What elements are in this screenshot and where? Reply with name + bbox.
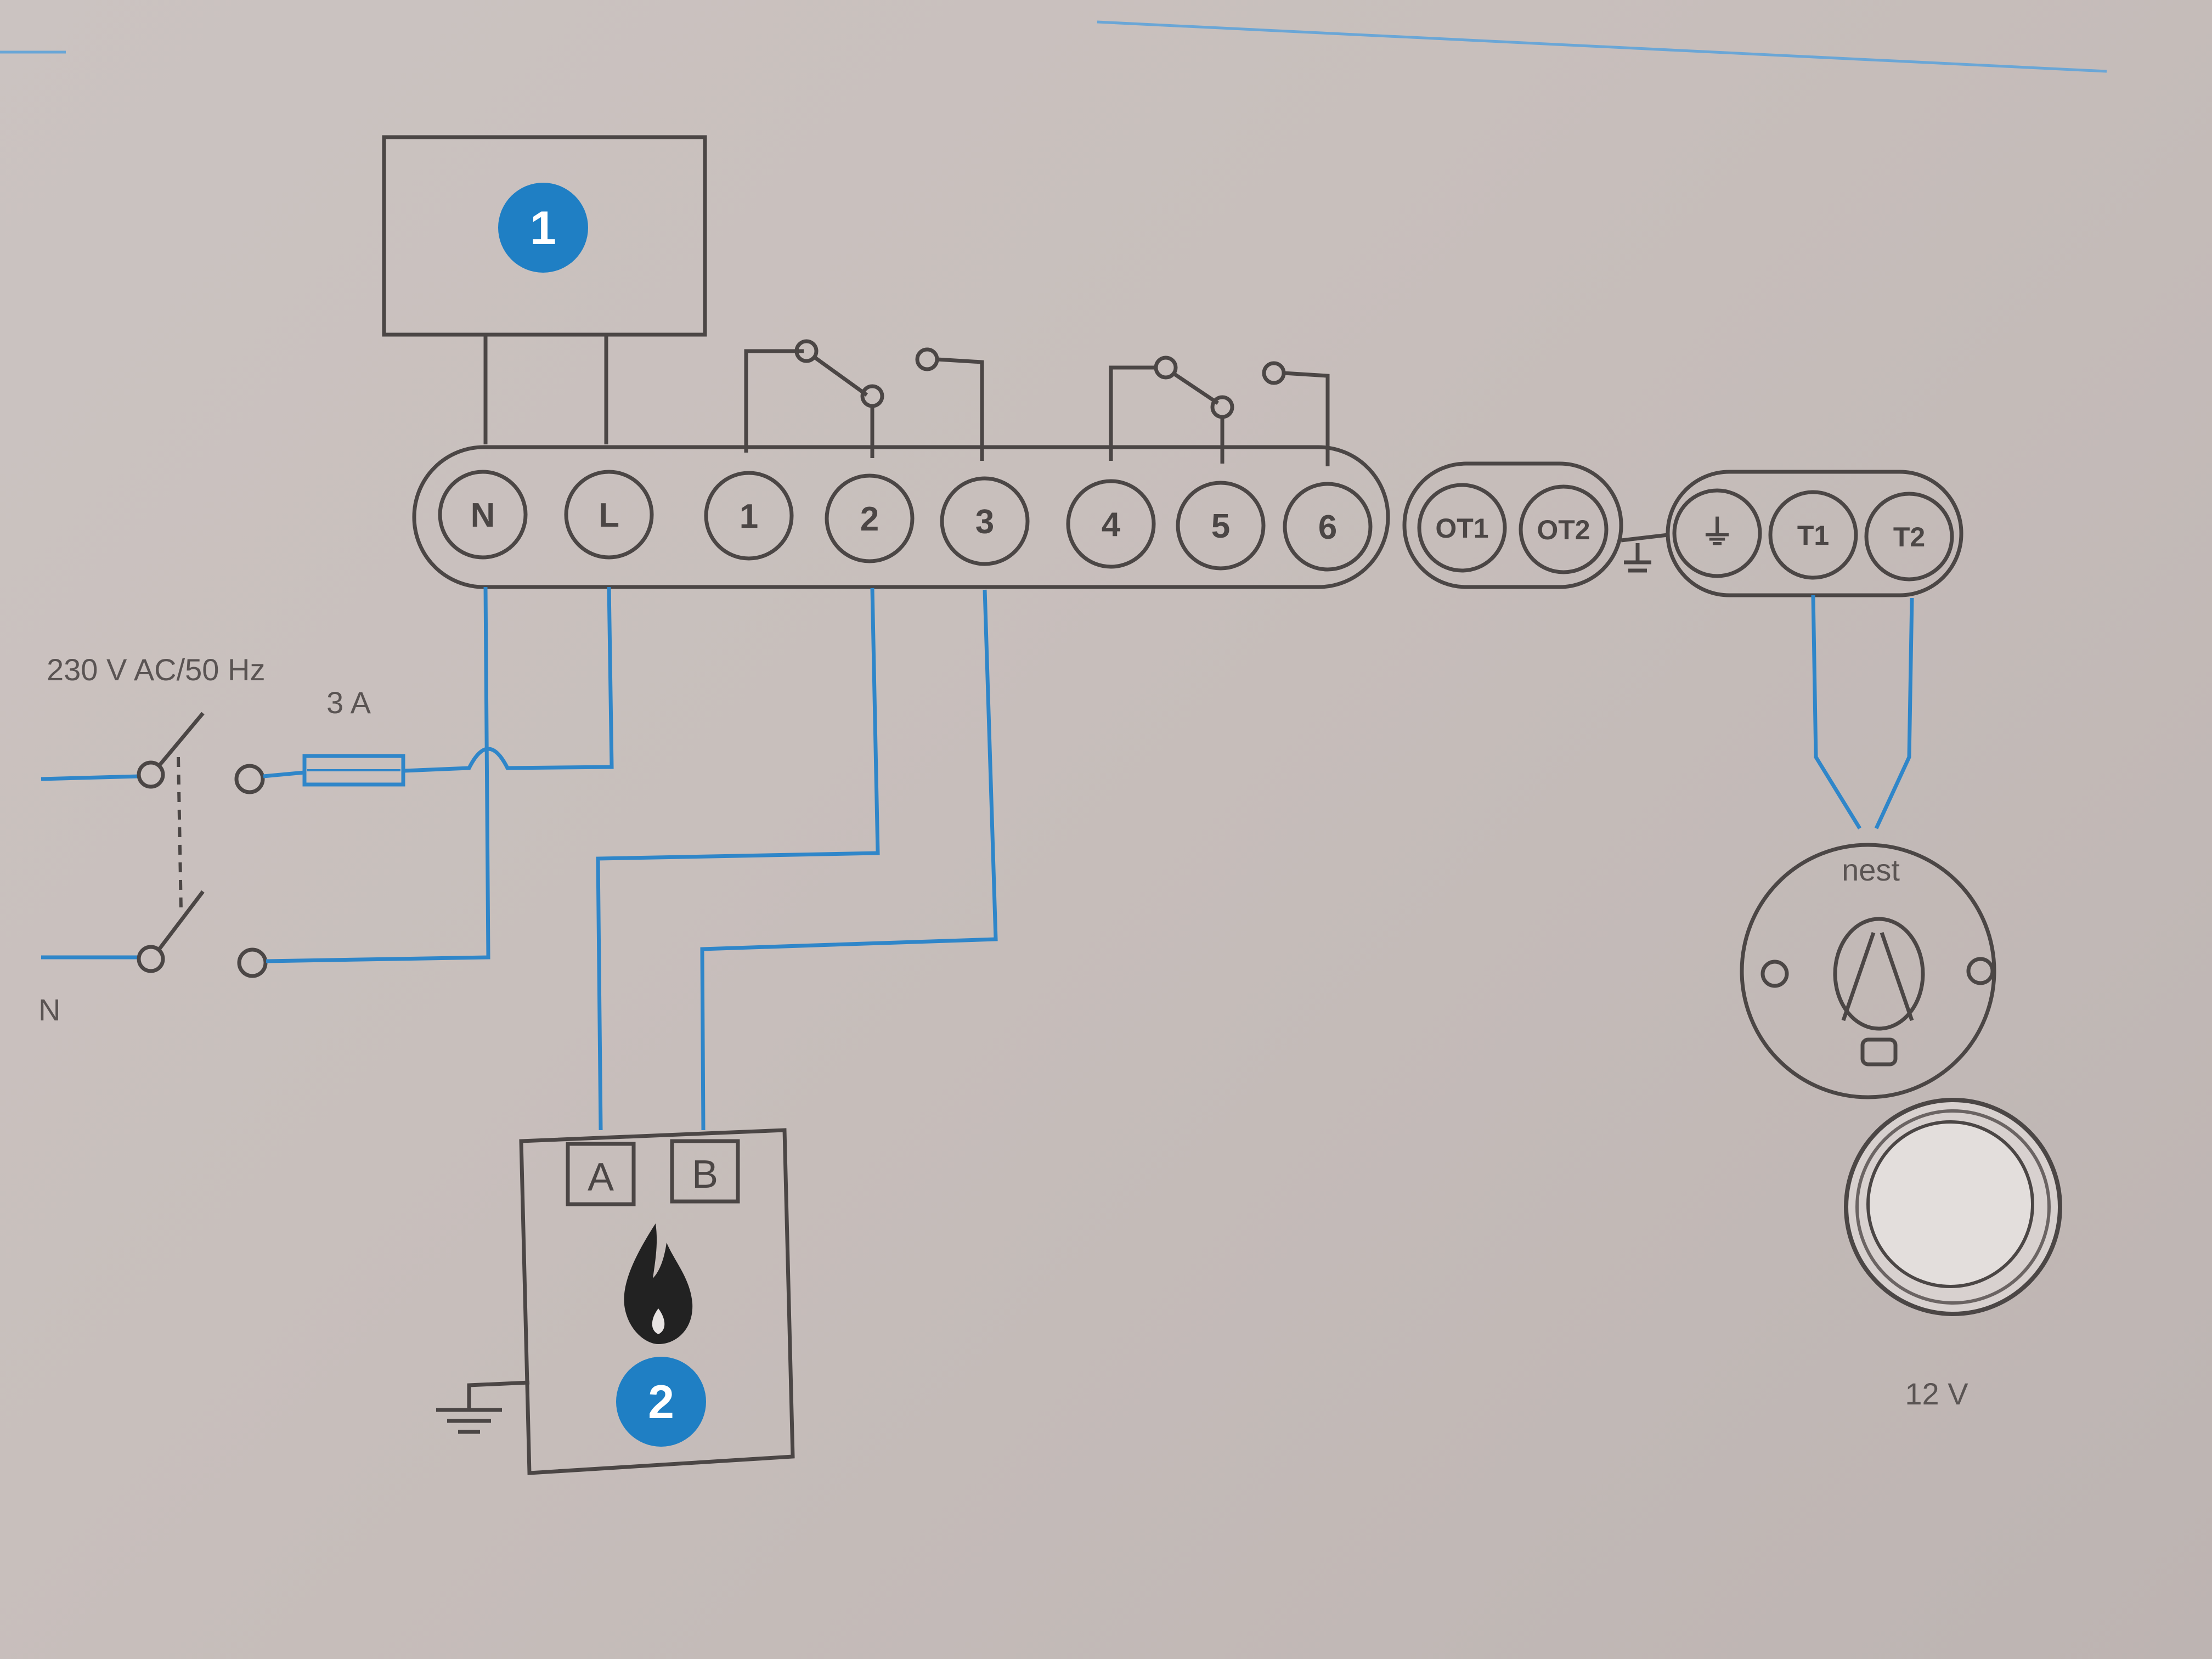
relay1-contact-a: [794, 339, 819, 363]
terminal-label: OT1: [1435, 513, 1488, 544]
relay2-contact-a: [1154, 356, 1178, 380]
wire-terminal2-A: [596, 588, 880, 1131]
terminal-label: 5: [1211, 507, 1230, 545]
relay1-wire-common: [744, 349, 804, 453]
terminal-label: 4: [1102, 506, 1121, 544]
strip-ground-link: [1621, 533, 1668, 573]
terminal-label: N: [471, 496, 495, 534]
terminal-T1: T1: [1768, 490, 1858, 580]
boiler-earth-icon: [436, 1380, 530, 1434]
thermostat-brand: nest: [1842, 853, 1900, 887]
terminal-1: 1: [704, 471, 794, 561]
receiver-badge-label: 1: [530, 202, 556, 255]
boiler-terminal-B: [670, 1139, 740, 1204]
relay2-contact-c: [1262, 361, 1286, 385]
terminal-4: 4: [1066, 479, 1156, 569]
header-rule-right: [1097, 20, 2107, 73]
terminal-OT2: OT2: [1519, 484, 1609, 574]
terminal-label: T1: [1797, 520, 1829, 551]
terminal-earth: ⏚: [1672, 488, 1762, 578]
terminal-label: L: [599, 496, 619, 534]
receiver-box: [382, 135, 707, 337]
receiver-badge: [498, 183, 588, 273]
relay2-switch-arm: [1172, 371, 1219, 405]
relay1-switch-arm: [812, 355, 868, 397]
terminal-label: ⏚: [1700, 514, 1734, 552]
boiler-badge-label: 2: [648, 1376, 674, 1429]
terminal-label: 1: [740, 498, 758, 535]
fuse-label: 3 A: [326, 685, 371, 720]
boiler-terminal-B-label: B: [692, 1153, 718, 1197]
terminal-6: 6: [1283, 482, 1373, 572]
isolator-switch: [41, 712, 268, 978]
wire-terminal3-B: [700, 589, 998, 1131]
boiler-badge: [616, 1357, 706, 1447]
wire-T2: [1874, 597, 1914, 830]
terminal-3: 3: [940, 476, 1030, 566]
flame-icon-inner: [652, 1308, 665, 1334]
wire-neutral: [266, 586, 490, 963]
terminal-2: 2: [825, 473, 915, 563]
flame-icon: [624, 1223, 693, 1344]
terminal-strip-main: [412, 445, 1390, 589]
thermostat-voltage-label: 12 V: [1905, 1376, 1968, 1411]
terminal-strip-opentherm: [1402, 461, 1623, 589]
relay2-wire-common: [1109, 365, 1158, 461]
relay1-contact-c: [915, 347, 939, 371]
thermostat-display: [1844, 1098, 2062, 1316]
boiler-terminal-A: [566, 1142, 636, 1206]
boiler-terminal-A-label: A: [588, 1155, 614, 1199]
terminal-label: 3: [975, 503, 994, 541]
boiler-box: [519, 1128, 795, 1475]
relay2-contact-b: [1210, 395, 1234, 419]
terminal-T2: T2: [1864, 492, 1954, 582]
relay1-wire-3: [936, 357, 984, 461]
wire-isolator-fuse: [263, 770, 305, 778]
terminal-OT1: OT1: [1417, 483, 1507, 573]
wire-live: [403, 586, 614, 773]
relay2-wire-6: [1283, 371, 1330, 466]
terminal-label: T2: [1893, 522, 1925, 552]
terminal-label: 6: [1318, 509, 1337, 546]
supply-voltage-label: 230 V AC/50 Hz: [47, 652, 265, 687]
wire-T1: [1811, 595, 1861, 830]
terminal-5: 5: [1176, 481, 1266, 571]
terminal-label: 2: [860, 500, 879, 538]
supply-line-mark: N: [38, 992, 60, 1027]
terminal-L: L: [564, 470, 654, 560]
thermostat-base: nest: [1740, 843, 1996, 1099]
terminal-label: OT2: [1537, 515, 1590, 545]
terminal-N: N: [438, 470, 528, 560]
